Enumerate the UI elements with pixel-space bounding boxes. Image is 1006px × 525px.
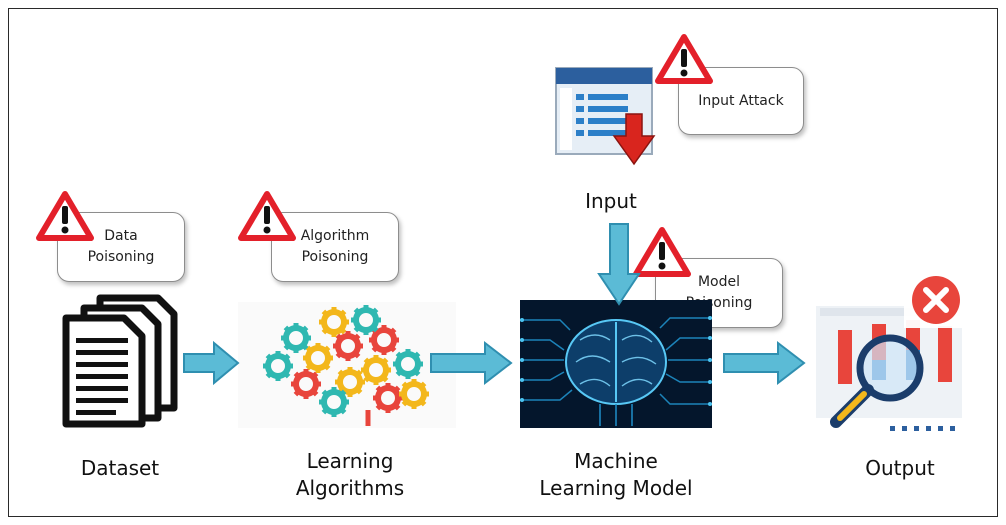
dataset-label: Dataset — [80, 456, 160, 480]
algorithm-poisoning-line2: Poisoning — [301, 249, 369, 265]
arrow-dataset-to-algorithms — [183, 340, 240, 386]
arrow-input-to-model — [597, 223, 641, 306]
input-label: Input — [585, 189, 637, 213]
input-attack-card: Input Attack — [678, 67, 804, 135]
arrow-algorithms-to-model — [430, 340, 513, 386]
learning-algorithms-line2: Algorithms — [295, 476, 405, 500]
ml-model-line1: Machine — [574, 449, 658, 473]
digital-brain-icon — [520, 300, 712, 428]
warning-triangle-icon — [633, 227, 691, 277]
arrow-model-to-output — [723, 340, 806, 386]
data-poisoning-line1: Data — [104, 228, 138, 244]
algorithm-poisoning-line1: Algorithm — [300, 228, 370, 244]
model-poisoning-line1: Model — [697, 274, 741, 290]
input-attack-text: Input Attack — [698, 92, 784, 109]
learning-algorithms-line1: Learning — [306, 449, 394, 473]
data-poisoning-line2: Poisoning — [87, 249, 155, 265]
warning-triangle-icon — [36, 191, 94, 241]
ml-model-label: Machine Learning Model — [516, 448, 716, 502]
learning-algorithms-label: Learning Algorithms — [270, 448, 430, 502]
gears-brain-icon — [238, 302, 456, 428]
documents-stack-icon — [62, 294, 178, 428]
algorithm-poisoning-card: Algorithm Poisoning — [271, 212, 399, 282]
output-label: Output — [865, 456, 935, 480]
form-download-icon — [555, 67, 656, 166]
warning-triangle-icon — [238, 191, 296, 241]
chart-magnifier-error-icon — [816, 268, 968, 431]
warning-triangle-icon — [655, 34, 713, 84]
ml-model-line2: Learning Model — [539, 476, 693, 500]
